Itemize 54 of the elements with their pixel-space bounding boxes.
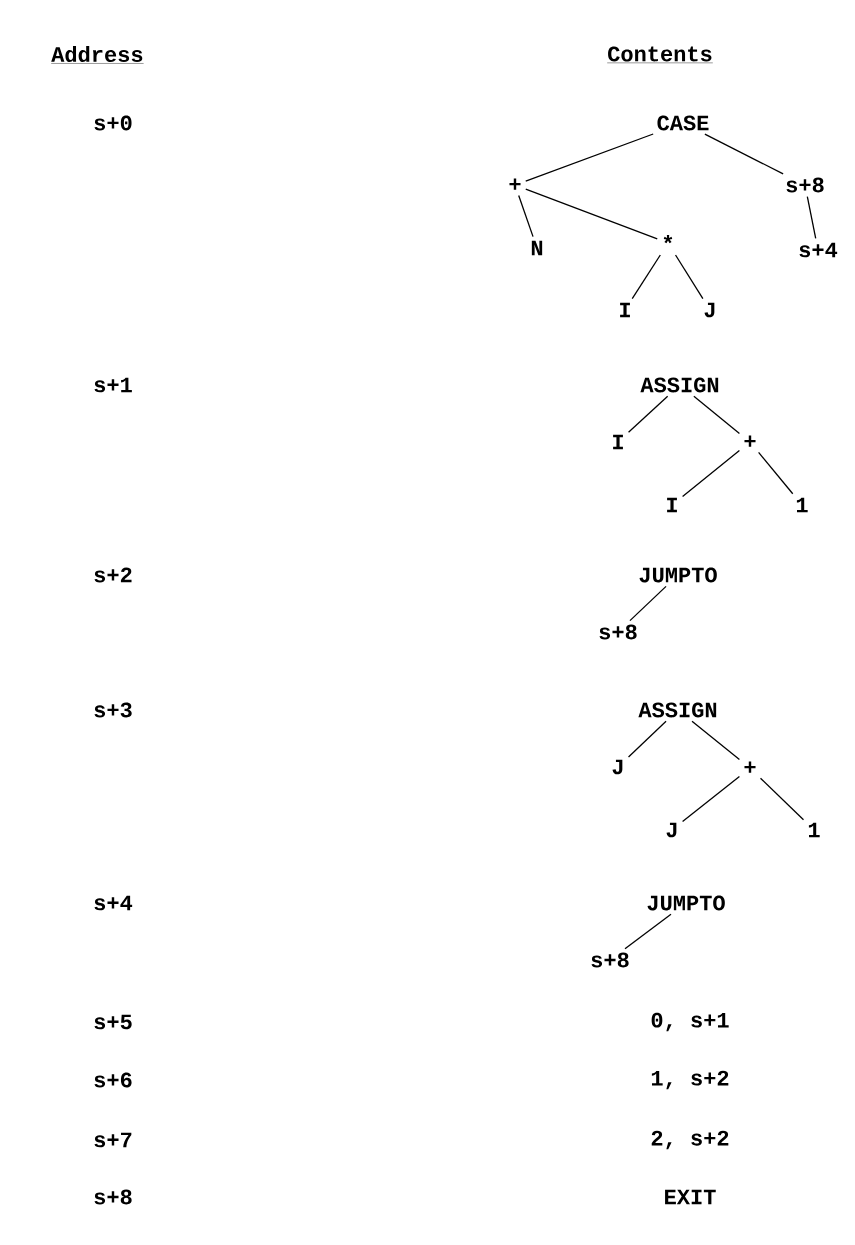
address-label: s+1 xyxy=(94,377,132,393)
tree-node-label: J xyxy=(612,759,623,775)
tree-node-label: J xyxy=(704,302,715,318)
tree-edge xyxy=(704,133,784,175)
tree-node-label: I xyxy=(620,302,630,318)
address-label: s+8 xyxy=(94,1189,132,1205)
tree-edge xyxy=(757,451,794,495)
tree-edge xyxy=(629,585,667,622)
tree-node-label: ASSIGN xyxy=(638,702,717,718)
tree-node-label: + xyxy=(744,435,756,447)
tree-node-label: JUMPTO xyxy=(647,895,725,911)
contents-entry: 2, s+2 xyxy=(651,1130,729,1150)
tree-node-label: J xyxy=(666,822,677,838)
column-heading: Address xyxy=(51,45,144,64)
tree-node-label: ASSIGN xyxy=(640,377,719,393)
tree-edge xyxy=(691,720,741,761)
tree-node-label: 1 xyxy=(796,497,808,513)
tree-node-label: + xyxy=(744,761,756,773)
tree-edge xyxy=(674,254,704,300)
tree-edge xyxy=(681,449,741,498)
address-label: s+5 xyxy=(94,1014,132,1030)
address-label: s+7 xyxy=(94,1132,132,1148)
tree-node-label: s+8 xyxy=(599,624,637,640)
tree-node-label: s+8 xyxy=(591,952,629,968)
tree-node-label: s+4 xyxy=(799,242,838,258)
tree-edge xyxy=(518,194,534,238)
tree-edge xyxy=(627,395,669,433)
address-label: s+6 xyxy=(94,1072,132,1088)
tree-node-label: * xyxy=(663,235,673,244)
contents-entry: 0, s+1 xyxy=(651,1012,729,1032)
tree-node-label: s+8 xyxy=(786,177,824,193)
column-heading: Contents xyxy=(607,46,713,64)
tree-edge xyxy=(624,913,672,950)
tree-edge xyxy=(806,196,817,240)
contents-entry: EXIT xyxy=(665,1189,716,1205)
tree-node-label: I xyxy=(667,497,677,513)
tree-edge xyxy=(525,133,654,182)
address-label: s+0 xyxy=(94,115,132,131)
tree-edge xyxy=(525,188,658,240)
tree-node-label: CASE xyxy=(657,115,709,131)
address-label: s+3 xyxy=(94,702,132,718)
tree-edge xyxy=(759,777,805,821)
contents-entry: 1, s+2 xyxy=(651,1070,729,1090)
tree-edge xyxy=(627,720,667,758)
address-label: s+4 xyxy=(94,895,133,911)
tree-edge xyxy=(631,254,661,300)
tree-node-label: + xyxy=(509,178,521,190)
address-label: s+2 xyxy=(94,567,132,583)
tree-node-label: JUMPTO xyxy=(639,567,717,583)
tree-node-label: N xyxy=(531,240,543,256)
tree-node-label: 1 xyxy=(808,822,820,838)
tree-node-label: I xyxy=(613,434,623,450)
tree-edge xyxy=(693,395,741,435)
tree-edge xyxy=(681,775,741,823)
